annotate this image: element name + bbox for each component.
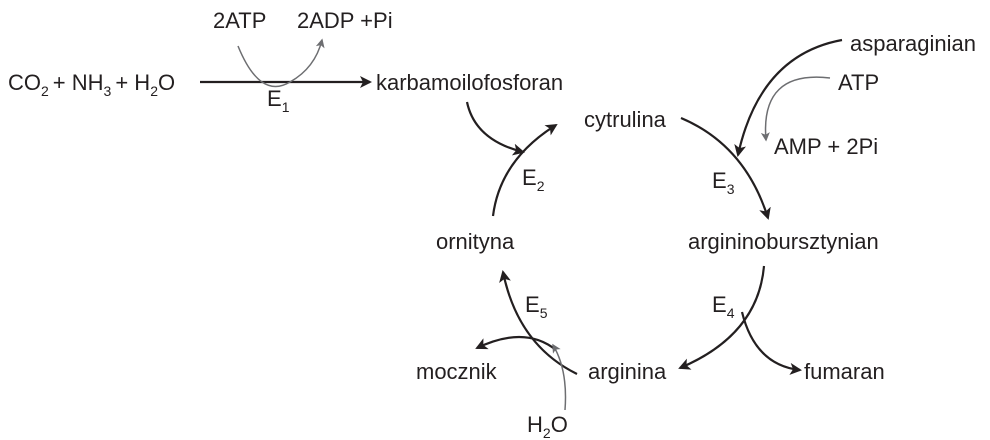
enzyme-e5-label: E5 xyxy=(525,292,548,321)
asparaginian-input-arrow xyxy=(734,38,843,157)
atp-label: ATP xyxy=(838,70,879,95)
fumaran-output-arrow xyxy=(740,311,802,375)
arginina-to-ornityna-arrow xyxy=(499,270,578,375)
amp-2pi-label: AMP + 2Pi xyxy=(774,134,878,159)
enzyme-e2-label: E2 xyxy=(522,165,545,194)
argininobursztynian-to-arginina-arrow xyxy=(678,265,766,370)
enzyme-e3-label: E3 xyxy=(712,168,735,197)
arginina-label: arginina xyxy=(588,359,667,384)
adp-pi-label: 2ADP +Pi xyxy=(297,8,393,33)
substrates-label: CO2+ NH3+ H2O xyxy=(8,70,175,99)
enzyme-e4-label: E4 xyxy=(712,292,735,321)
mocznik-label: mocznik xyxy=(416,359,498,384)
karbamoilofosforan-label: karbamoilofosforan xyxy=(376,70,563,95)
atp-to-adp-arrow xyxy=(237,38,325,88)
karbamoilofosforan-input-arrow xyxy=(465,101,525,156)
mocznik-output-arrow xyxy=(475,335,557,351)
argininobursztynian-label: argininobursztynian xyxy=(688,229,879,254)
atp-2-label: 2ATP xyxy=(213,8,266,33)
fumaran-label: fumaran xyxy=(804,359,885,384)
atp-to-amp-arrow xyxy=(760,76,831,142)
ornityna-label: ornityna xyxy=(436,229,515,254)
cytrulina-label: cytrulina xyxy=(584,107,667,132)
enzyme-e1-label: E1 xyxy=(267,86,290,115)
ornityna-to-cytrulina-arrow xyxy=(491,123,558,217)
asparaginian-label: asparaginian xyxy=(850,31,976,56)
water-input-arrow xyxy=(552,343,567,411)
water-label: H2O xyxy=(527,412,568,440)
